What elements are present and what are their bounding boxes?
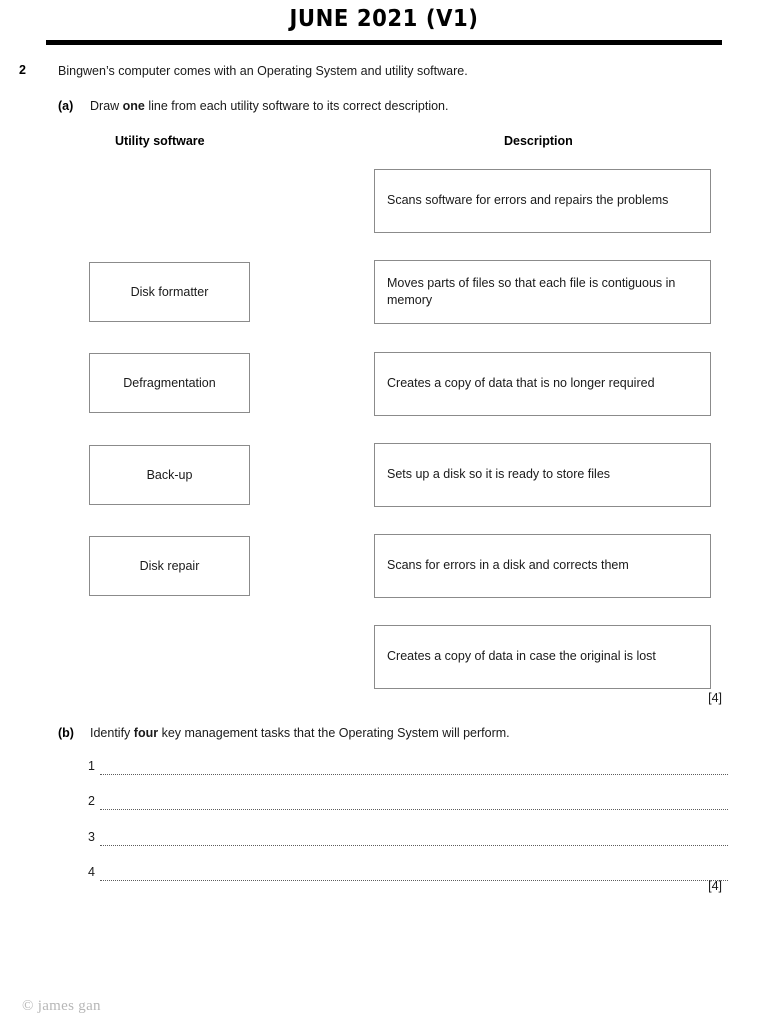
description-box-label: Scans for errors in a disk and corrects … <box>387 558 629 573</box>
description-box-label: Creates a copy of data that is no longer… <box>387 376 655 391</box>
description-box-label: Sets up a disk so it is ready to store f… <box>387 467 611 482</box>
answer-line-dots[interactable] <box>100 774 728 775</box>
part-a-instruction: Draw one line from each utility software… <box>90 99 448 113</box>
description-box-1[interactable]: Scans software for errors and repairs th… <box>374 169 711 233</box>
answer-line-3[interactable]: 3 <box>88 830 728 850</box>
answer-line-dots[interactable] <box>100 809 728 810</box>
question-stem: Bingwen’s computer comes with an Operati… <box>58 64 468 78</box>
answer-line-dots[interactable] <box>100 845 728 846</box>
part-a-label: (a) <box>58 99 74 113</box>
footer-credit: © james gan <box>22 998 101 1014</box>
description-box-5[interactable]: Scans for errors in a disk and corrects … <box>374 534 711 598</box>
answer-line-number: 3 <box>88 830 95 844</box>
utility-box-label: Disk repair <box>139 559 200 573</box>
column-header-description: Description <box>504 134 573 148</box>
part-b-instruction: Identify four key management tasks that … <box>90 726 510 740</box>
answer-line-number: 1 <box>88 759 95 773</box>
description-box-label: Creates a copy of data in case the origi… <box>387 649 656 664</box>
utility-box-4[interactable]: Disk repair <box>89 536 250 596</box>
utility-box-label: Back-up <box>146 468 193 482</box>
description-box-label: Moves parts of files so that each file i… <box>387 275 676 307</box>
description-box-label: Scans software for errors and repairs th… <box>387 193 669 208</box>
utility-box-label: Disk formatter <box>130 285 209 299</box>
header-rule <box>46 40 722 45</box>
utility-box-label: Defragmentation <box>123 376 216 390</box>
answer-line-number: 4 <box>88 865 95 879</box>
page-header: JUNE 2021 (V1) <box>0 8 768 31</box>
answer-line-2[interactable]: 2 <box>88 794 728 814</box>
utility-box-1[interactable]: Disk formatter <box>89 262 250 322</box>
description-box-2[interactable]: Moves parts of files so that each file i… <box>374 260 711 324</box>
part-a-marks: [4] <box>708 691 722 705</box>
answer-line-1[interactable]: 1 <box>88 759 728 779</box>
description-box-4[interactable]: Sets up a disk so it is ready to store f… <box>374 443 711 507</box>
column-header-utility-software: Utility software <box>115 134 205 148</box>
answer-line-number: 2 <box>88 794 95 808</box>
answer-line-4[interactable]: 4 <box>88 865 728 885</box>
page-title: JUNE 2021 (V1) <box>289 6 479 32</box>
utility-box-3[interactable]: Back-up <box>89 445 250 505</box>
part-b-text-after: key management tasks that the Operating … <box>158 726 510 740</box>
answer-line-dots[interactable] <box>100 880 728 881</box>
part-a-text-emphasis: one <box>122 99 145 113</box>
part-b-label: (b) <box>58 726 74 740</box>
part-a-text-after: line from each utility software to its c… <box>144 99 449 113</box>
part-b-text-before: Identify <box>90 726 134 740</box>
question-number: 2 <box>19 63 26 77</box>
part-b-marks: [4] <box>708 879 722 893</box>
part-b-text-emphasis: four <box>133 726 159 740</box>
description-box-6[interactable]: Creates a copy of data in case the origi… <box>374 625 711 689</box>
part-a-text-before: Draw <box>90 99 123 113</box>
description-box-3[interactable]: Creates a copy of data that is no longer… <box>374 352 711 416</box>
utility-box-2[interactable]: Defragmentation <box>89 353 250 413</box>
